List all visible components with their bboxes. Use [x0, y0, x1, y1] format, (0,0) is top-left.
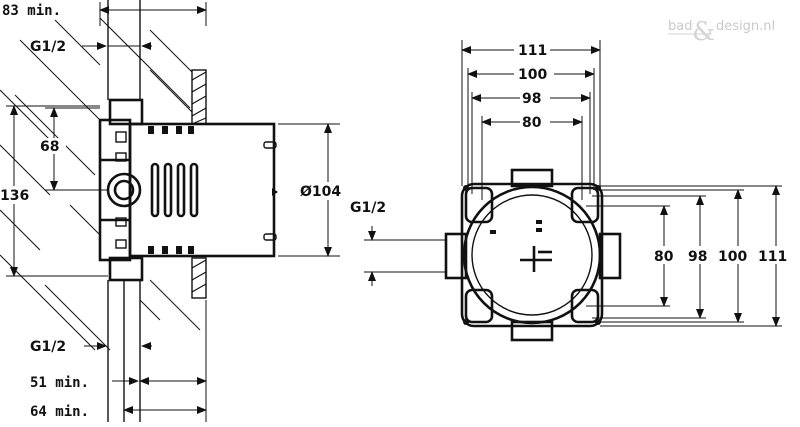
- label-height-98: 98: [688, 249, 707, 265]
- dim-height-80: 80: [652, 205, 680, 307]
- dim-thread-side: G1/2: [350, 200, 446, 286]
- dim-68: 68: [38, 107, 108, 191]
- dim-64-min: 64 min.: [30, 404, 207, 420]
- front-extension-lines: [461, 40, 601, 200]
- label-diameter-104: Ø104: [300, 184, 341, 200]
- wall-section: [191, 69, 207, 299]
- label-thread-side: G1/2: [350, 200, 386, 216]
- label-51-min: 51 min.: [30, 375, 89, 391]
- dim-83-min: 83 min.: [2, 2, 207, 26]
- dim-width-111: 111: [461, 40, 601, 59]
- watermark-text-left: bad: [668, 19, 692, 34]
- dim-thread-top: G1/2: [30, 39, 152, 55]
- label-width-80: 80: [522, 115, 542, 131]
- front-extension-lines-right: [586, 185, 782, 327]
- dim-height-100: 100: [716, 189, 754, 323]
- dim-136: 136: [0, 105, 108, 277]
- label-83-min: 83 min.: [2, 3, 61, 19]
- label-thread-top: G1/2: [30, 39, 66, 55]
- label-68: 68: [40, 139, 59, 155]
- dim-width-80: 80: [481, 112, 583, 131]
- dim-diameter-104: Ø104: [278, 123, 348, 257]
- label-height-111: 111: [758, 249, 787, 265]
- label-width-111: 111: [518, 43, 547, 59]
- dim-51-min: 51 min.: [30, 300, 207, 422]
- valve-body-front: [444, 168, 622, 342]
- valve-body-side: [98, 98, 278, 282]
- label-thread-bottom: G1/2: [30, 339, 66, 355]
- label-height-80: 80: [654, 249, 674, 265]
- front-view: 111 100 98 80: [350, 40, 794, 342]
- dim-thread-bottom: G1/2: [30, 339, 152, 355]
- label-64-min: 64 min.: [30, 404, 89, 420]
- label-136: 136: [0, 188, 29, 204]
- dim-width-98: 98: [471, 88, 591, 107]
- watermark-logo: bad & design.nl: [668, 17, 775, 47]
- label-height-100: 100: [718, 249, 747, 265]
- pipe-lines: [107, 0, 141, 422]
- label-width-98: 98: [522, 91, 541, 107]
- watermark-text-right: design.nl: [716, 19, 775, 34]
- label-width-100: 100: [518, 67, 547, 83]
- dim-width-100: 100: [467, 64, 595, 83]
- ampersand-icon: &: [692, 17, 715, 47]
- side-view: 83 min. G1/2 68 136: [0, 0, 348, 422]
- dim-height-111: 111: [756, 185, 794, 327]
- dim-height-98: 98: [686, 195, 714, 319]
